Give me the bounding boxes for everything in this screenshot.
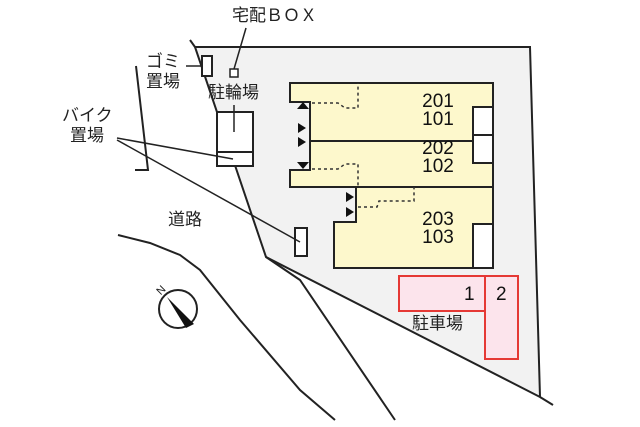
entrance-arrow-icon bbox=[297, 102, 309, 109]
boundary-extension bbox=[539, 396, 554, 406]
entrance-arrow-icon bbox=[346, 207, 354, 217]
unit-label-203-103: 203 103 bbox=[408, 209, 468, 248]
garbage-area-label-line2: 置場 bbox=[146, 72, 180, 92]
compass-icon: N bbox=[154, 284, 198, 329]
garbage-area-box bbox=[201, 55, 213, 77]
bike-area-label-line2: 置場 bbox=[70, 126, 104, 146]
parking-space-1-number: 1 bbox=[464, 284, 475, 305]
bike-area-box bbox=[294, 227, 308, 257]
road-edge-lower bbox=[117, 234, 336, 421]
storage-box bbox=[472, 106, 494, 136]
boundary-extension bbox=[189, 39, 196, 48]
leader-line bbox=[116, 139, 301, 243]
unit-upper: 202 bbox=[422, 138, 454, 159]
storage-box bbox=[472, 134, 494, 164]
building-lower bbox=[333, 186, 494, 269]
parking-label: 駐車場 bbox=[412, 314, 463, 334]
road-label: 道路 bbox=[168, 210, 202, 230]
delivery-box bbox=[229, 68, 239, 78]
interior-dashed bbox=[312, 163, 359, 187]
parking-space-1 bbox=[398, 275, 486, 312]
interior-dashed bbox=[312, 83, 359, 109]
bicycle-parking-label: 駐輪場 bbox=[208, 83, 259, 103]
parking-space-2-number: 2 bbox=[496, 284, 507, 305]
entrance-arrow-icon bbox=[297, 162, 309, 169]
delivery-box-label: 宅配ＢＯＸ bbox=[232, 6, 317, 26]
entrance-arrow-icon bbox=[298, 137, 306, 147]
leader-line bbox=[233, 27, 247, 70]
parking-space-2 bbox=[484, 275, 519, 360]
unit-label-202-102: 202 102 bbox=[408, 138, 468, 177]
bike-area-label: バイク bbox=[62, 106, 113, 126]
entrance-arrow-icon bbox=[346, 192, 354, 202]
garbage-area-label: ゴミ bbox=[146, 52, 180, 72]
storage-box bbox=[472, 223, 494, 269]
road-edge-upper bbox=[265, 256, 396, 421]
unit-lower: 101 bbox=[422, 109, 454, 130]
unit-label-201-101: 201 101 bbox=[408, 91, 468, 130]
unit-lower: 102 bbox=[422, 156, 454, 177]
unit-upper: 203 bbox=[422, 209, 454, 230]
bike-area-bracket bbox=[135, 65, 150, 171]
bicycle-parking-box bbox=[216, 111, 254, 167]
leader-line bbox=[116, 137, 234, 160]
interior-dashed bbox=[358, 187, 415, 208]
unit-upper: 201 bbox=[422, 91, 454, 112]
unit-lower: 103 bbox=[422, 227, 454, 248]
entrance-arrow-icon bbox=[298, 123, 306, 133]
